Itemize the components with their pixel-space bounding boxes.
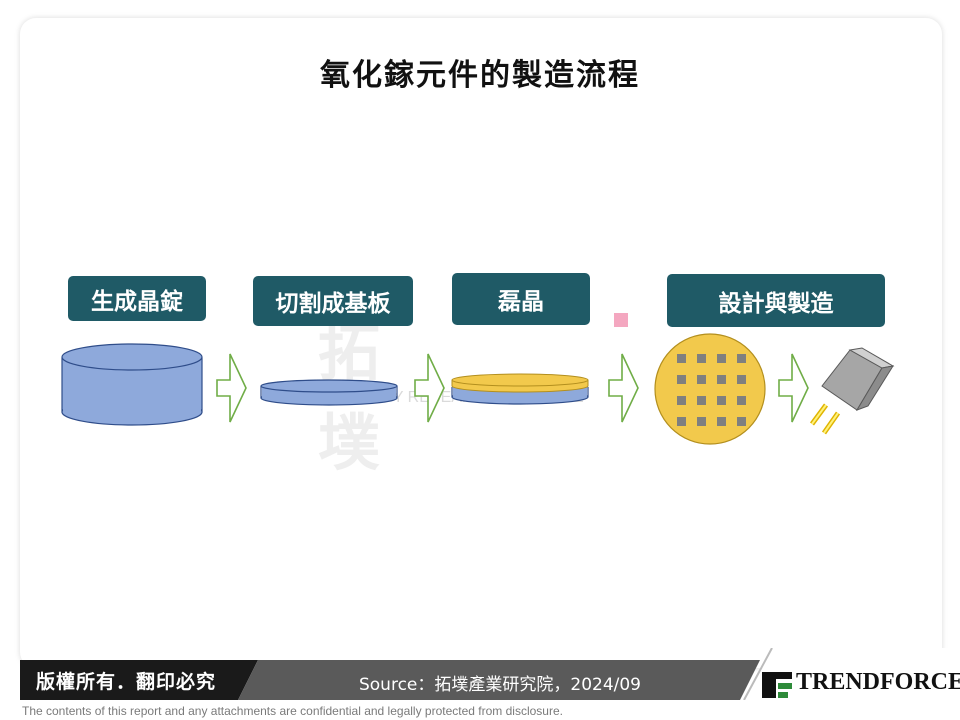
arrow-right-icon [414,353,445,423]
trendforce-logo-icon [762,672,792,698]
epi-wafer-icon [451,373,589,405]
patterned-wafer-icon [654,333,766,445]
substrate-icon [260,379,398,406]
die-grid [677,354,746,426]
arrow-right-icon [608,353,639,423]
copyright-notice: 版權所有．翻印必究 [36,670,217,693]
page-title: 氧化鎵元件的製造流程 [320,58,640,93]
arrow-right-icon [216,353,247,423]
ingot-icon [61,343,203,426]
arrow-right-icon [778,353,809,423]
packaged-device-icon [809,347,895,435]
stage-label-fab: 設計與製造 [667,274,885,327]
slide-card [20,18,942,668]
trendforce-logo-text: TRENDFORCE [796,669,960,695]
footer-bar [20,648,960,700]
disclaimer-text: The contents of this report and any atta… [22,704,563,718]
stage-label-substrate-text: 切割成基板 [275,291,391,317]
stage-label-ingot: 生成晶錠 [68,276,206,321]
source-text: Source：拓墣產業研究院，2024/09 [358,675,641,695]
stage-label-ingot-text: 生成晶錠 [91,288,183,315]
stage-label-epitaxy: 磊晶 [452,273,590,325]
stage-label-epitaxy-text: 磊晶 [498,289,544,315]
stage-label-substrate: 切割成基板 [253,276,413,326]
stage-label-fab-text: 設計與製造 [718,290,834,317]
